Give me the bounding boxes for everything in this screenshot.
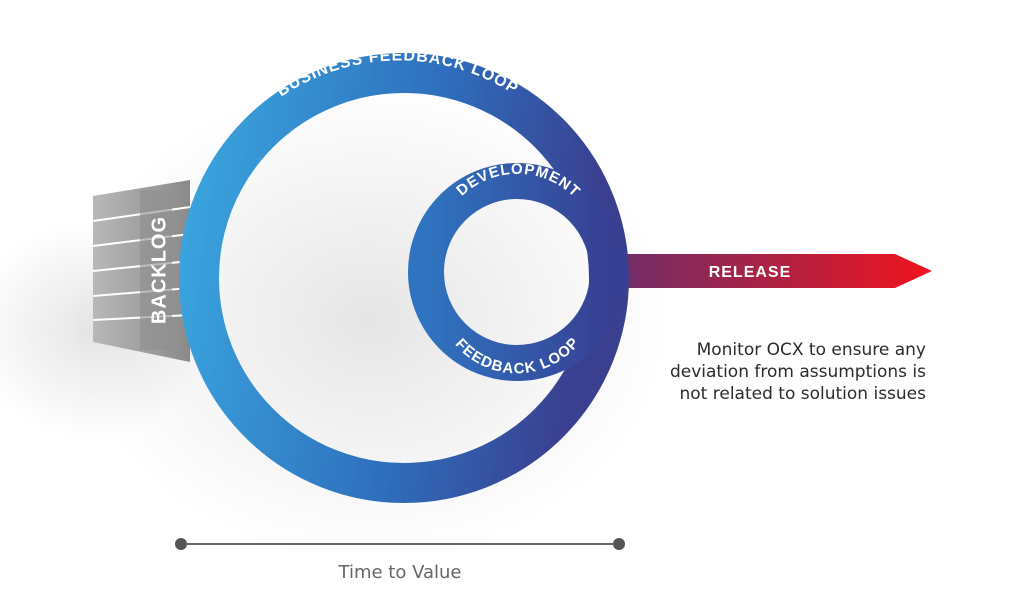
timeline-end-dot [613,538,625,550]
monitor-note: Monitor OCX to ensure any deviation from… [606,339,926,405]
release-arrow [610,254,932,288]
release-label: RELEASE [709,264,792,281]
timeline-start-dot [175,538,187,550]
monitor-note-line-3: not related to solution issues [679,384,927,404]
backlog-stack [92,180,191,362]
monitor-note-line-2: deviation from assumptions is [669,362,926,382]
monitor-note-line-1: Monitor OCX to ensure any [696,340,926,360]
time-to-value-timeline [175,538,625,550]
development-feedback-loop-ring [408,163,626,381]
backlog-label: BACKLOG [148,216,170,324]
time-to-value-label: Time to Value [338,562,462,583]
